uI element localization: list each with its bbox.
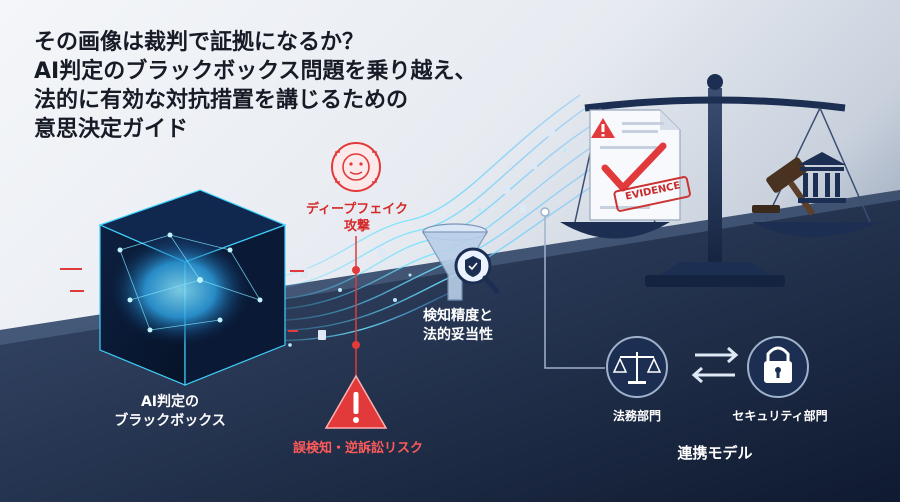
blackbox-label-line-2: ブラックボックス	[114, 413, 226, 429]
title-line-4: 意思決定ガイド	[34, 117, 189, 142]
blackbox-label: AI判定の ブラックボックス	[95, 393, 245, 431]
deepfake-label-line-2: 攻撃	[343, 219, 370, 234]
cooperation-model-label: 連携モデル	[677, 444, 753, 462]
ai-blackbox-cube	[60, 189, 304, 386]
detection-label: 検知精度と 法的妥当性	[398, 307, 518, 345]
exchange-arrows-icon	[691, 346, 739, 384]
deepfake-label: ディープフェイク 攻撃	[292, 201, 422, 235]
warning-triangle-icon	[324, 374, 388, 429]
data-particles	[288, 128, 567, 347]
deepfake-face-icon	[331, 142, 381, 192]
magnifier-shield-icon	[454, 247, 500, 294]
cooperation-connector	[540, 207, 605, 369]
title-line-2: AI判定のブラックボックス問題を乗り越え、	[34, 59, 477, 84]
deepfake-label-line-1: ディープフェイク	[305, 202, 409, 217]
title-line-1: その画像は裁判で証拠になるか？	[34, 30, 365, 55]
evidence-document-icon	[589, 109, 691, 221]
blackbox-label-line-1: AI判定の	[140, 394, 200, 410]
security-dept-label: セキュリティ部門	[732, 409, 828, 423]
scale-of-justice-icon	[560, 74, 880, 287]
legal-dept-label: 法務部門	[612, 409, 661, 423]
security-dept-badge	[747, 336, 809, 398]
courthouse-icon	[798, 152, 846, 203]
page-title: その画像は裁判で証拠になるか？ AI判定のブラックボックス問題を乗り越え、 法的…	[34, 28, 504, 144]
title-line-3: 法的に有効な対抗措置を講じるための	[34, 88, 409, 113]
risk-label: 誤検知・逆訴訟リスク	[292, 441, 423, 456]
detection-label-line-1: 検知精度と	[423, 308, 493, 324]
detection-label-line-2: 法的妥当性	[423, 327, 493, 343]
red-connector	[352, 236, 360, 380]
legal-dept-badge	[606, 336, 668, 398]
